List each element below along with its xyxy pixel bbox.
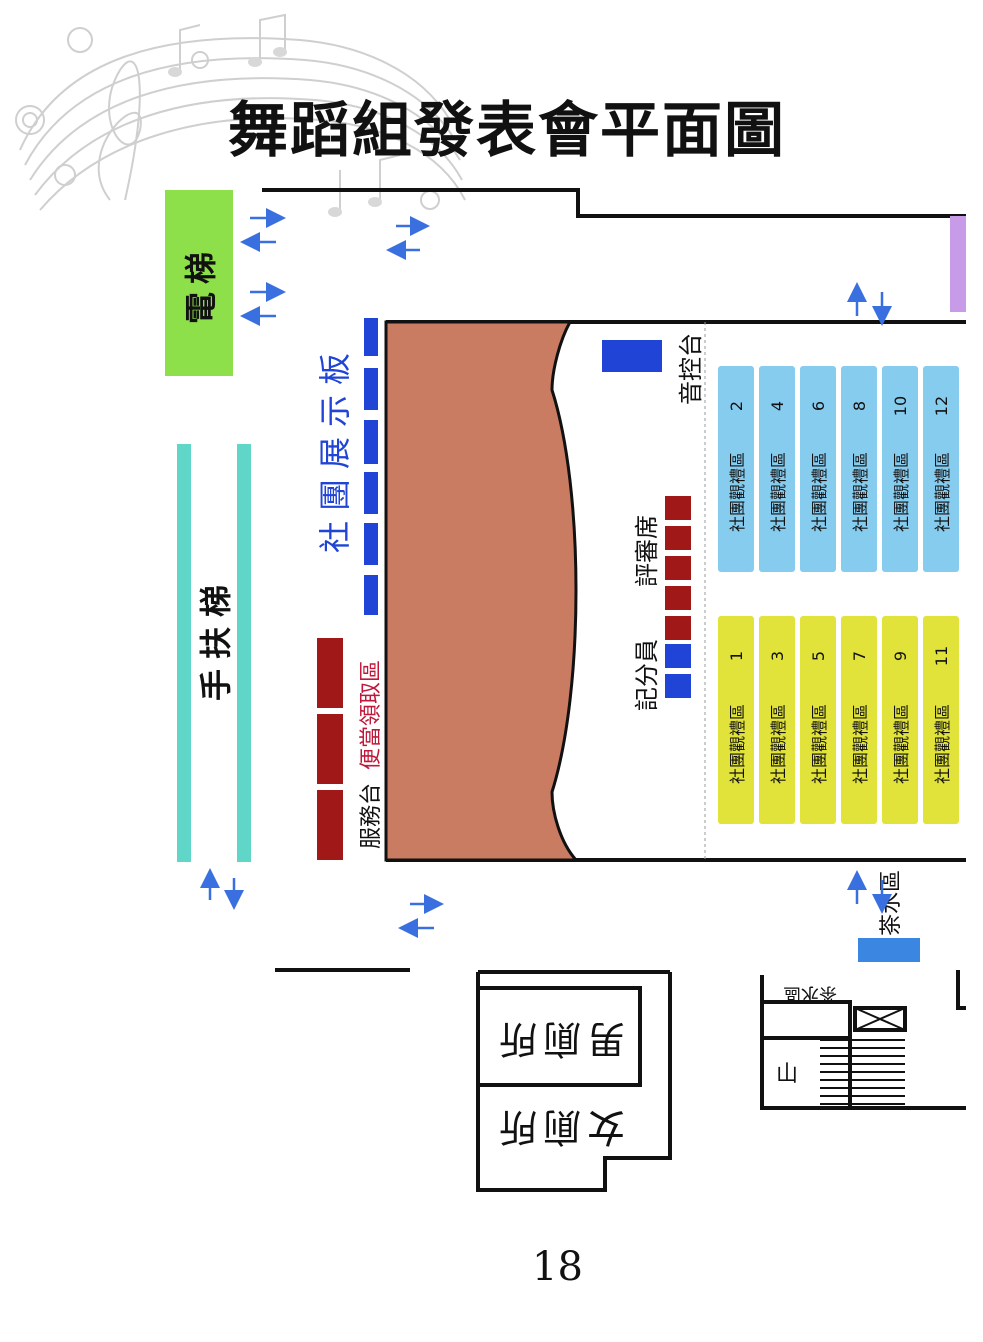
viewing-section [718,366,754,572]
display-board-panel [364,575,378,615]
stage [384,320,580,862]
page-number: 18 [532,1244,583,1290]
judge-seat [665,616,691,640]
judge-seat [665,496,691,520]
display-board-panel [364,472,378,514]
viewing-section [841,616,877,824]
service-desk-block [317,790,343,860]
escalator-rail-right [237,444,251,862]
display-board-panel [364,368,378,410]
viewing-section [718,616,754,824]
viewing-section [882,366,918,572]
music-note-ornament [15,13,466,217]
viewing-section [800,366,836,572]
viewing-section [759,616,795,824]
judge-seat [665,526,691,550]
display-board-panel [364,523,378,565]
viewing-section [923,366,959,572]
viewing-section [923,616,959,824]
viewing-section [800,616,836,824]
service-desk-block [317,714,343,784]
viewing-section [841,366,877,572]
judge-seat [665,556,691,580]
escalator-rail-left [177,444,191,862]
scorekeeper-seat [665,674,691,698]
sound-control-block [602,340,662,372]
page-title: 舞蹈組發表會平面圖 [228,96,786,166]
stairs-label: 山 [776,1062,799,1087]
viewing-section [759,366,795,572]
elevator-block [165,190,233,376]
service-desk-block [317,638,343,708]
display-board-panel [364,318,378,356]
display-board-panel [364,420,378,464]
scorekeeper-seat [665,644,691,668]
tea-area-block [858,938,920,962]
judge-seat [665,586,691,610]
purple-door [950,216,966,312]
viewing-section [882,616,918,824]
